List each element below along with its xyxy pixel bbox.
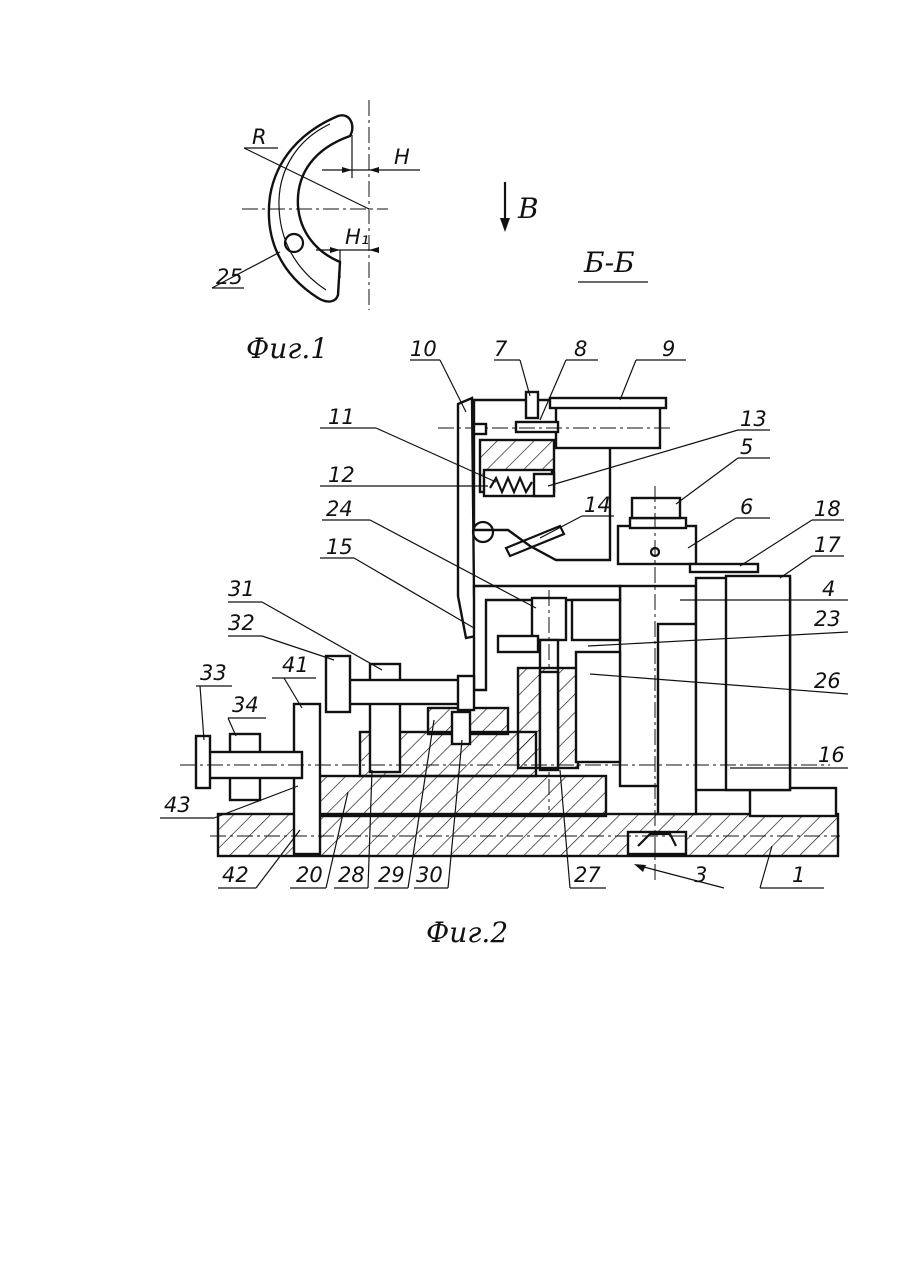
indicator-9-body bbox=[556, 404, 660, 448]
view-arrow-label: В bbox=[517, 192, 539, 225]
callout-4-label: 4 bbox=[822, 577, 835, 601]
callout-34: 34 bbox=[228, 693, 266, 736]
block-6-top bbox=[630, 518, 686, 528]
callout-26-label: 26 bbox=[814, 669, 841, 693]
callout-6-label: 6 bbox=[740, 495, 753, 519]
screw-31-shaft bbox=[344, 680, 470, 704]
probe-tip bbox=[474, 424, 486, 434]
callout-41: 41 bbox=[272, 653, 316, 708]
h1-dim-arrow-b bbox=[369, 247, 379, 253]
indicator-stem-8 bbox=[516, 422, 558, 432]
callout-5: 5 bbox=[676, 435, 770, 504]
callout-43-label: 43 bbox=[164, 793, 191, 817]
figure-2-caption: Фиг.2 bbox=[426, 916, 508, 949]
callout-6: 6 bbox=[688, 495, 770, 548]
column-4-web bbox=[658, 624, 696, 814]
callout-25-label: 25 bbox=[216, 265, 243, 289]
figure-1: R H H₁ 25 Фиг.1 bbox=[212, 100, 420, 365]
callout-10: 10 bbox=[410, 337, 466, 412]
callout-3: 3 bbox=[634, 863, 724, 888]
callout-17: 17 bbox=[780, 533, 844, 578]
callout-9-label: 9 bbox=[662, 337, 675, 361]
callout-23-label: 23 bbox=[814, 607, 841, 631]
block-6 bbox=[618, 526, 696, 564]
callout-30-label: 30 bbox=[416, 863, 443, 887]
callout-10-label: 10 bbox=[410, 337, 437, 361]
callout-33-label: 33 bbox=[200, 661, 227, 685]
callout-32: 32 bbox=[228, 611, 334, 660]
base-slot-3 bbox=[628, 832, 686, 854]
bracket-15-foot bbox=[498, 636, 538, 652]
callout-7: 7 bbox=[494, 337, 530, 396]
callout-29-label: 29 bbox=[378, 863, 405, 887]
callout-32-label: 32 bbox=[228, 611, 255, 635]
knob-33 bbox=[196, 736, 210, 788]
screw-7 bbox=[526, 392, 538, 418]
callout-31-label: 31 bbox=[228, 577, 255, 601]
figure-2: 10 7 8 9 11 12 13 5 bbox=[160, 337, 848, 949]
screw-end bbox=[458, 676, 474, 710]
spindle-bore bbox=[540, 672, 558, 768]
callout-33: 33 bbox=[196, 661, 232, 740]
callout-28-label: 28 bbox=[338, 863, 365, 887]
callout-27-label: 27 bbox=[574, 863, 601, 887]
h1-dim-arrow-a bbox=[330, 247, 340, 253]
plate-18 bbox=[690, 564, 758, 572]
h-dim-label: H bbox=[394, 145, 410, 169]
block-23 bbox=[572, 600, 620, 640]
callout-15: 15 bbox=[320, 535, 474, 628]
callout-42-label: 42 bbox=[222, 863, 249, 887]
callout-24-label: 24 bbox=[326, 497, 353, 521]
callout-7-label: 7 bbox=[494, 337, 508, 361]
callout-17-label: 17 bbox=[814, 533, 841, 557]
callout-15-label: 15 bbox=[326, 535, 353, 559]
figure-1-caption: Фиг.1 bbox=[246, 332, 328, 365]
knob-32 bbox=[326, 656, 350, 712]
callout-12-label: 12 bbox=[328, 463, 355, 487]
clamp-30-bolt bbox=[452, 712, 470, 744]
base-step-right bbox=[750, 788, 836, 816]
section-label: Б-Б bbox=[583, 246, 635, 279]
callout-14-label: 14 bbox=[584, 493, 611, 517]
view-arrow-b: В bbox=[500, 182, 539, 232]
callout-13-label: 13 bbox=[740, 407, 767, 431]
section-label-group: Б-Б bbox=[578, 246, 648, 282]
callout-1-label: 1 bbox=[792, 863, 805, 887]
radius-label: R bbox=[252, 125, 267, 149]
indicator-9-rim bbox=[550, 398, 666, 408]
h-dim-arrow-b bbox=[369, 167, 379, 173]
sub-plate-28 bbox=[296, 776, 606, 816]
h-dim-arrow-a bbox=[342, 167, 352, 173]
callout-11-label: 11 bbox=[328, 405, 355, 429]
callout-20-label: 20 bbox=[296, 863, 323, 887]
housing-17 bbox=[726, 576, 790, 790]
callout-9: 9 bbox=[620, 337, 686, 400]
callout-8-label: 8 bbox=[574, 337, 587, 361]
callout-41-label: 41 bbox=[282, 653, 309, 677]
cap-5 bbox=[632, 498, 680, 518]
callout-3-label: 3 bbox=[694, 863, 707, 887]
callout-5-label: 5 bbox=[740, 435, 753, 459]
callout-18-label: 18 bbox=[814, 497, 841, 521]
block-26 bbox=[576, 652, 620, 762]
callout-16-label: 16 bbox=[818, 743, 845, 767]
callout-34-label: 34 bbox=[232, 693, 259, 717]
h1-dim-label: H₁ bbox=[345, 225, 369, 249]
